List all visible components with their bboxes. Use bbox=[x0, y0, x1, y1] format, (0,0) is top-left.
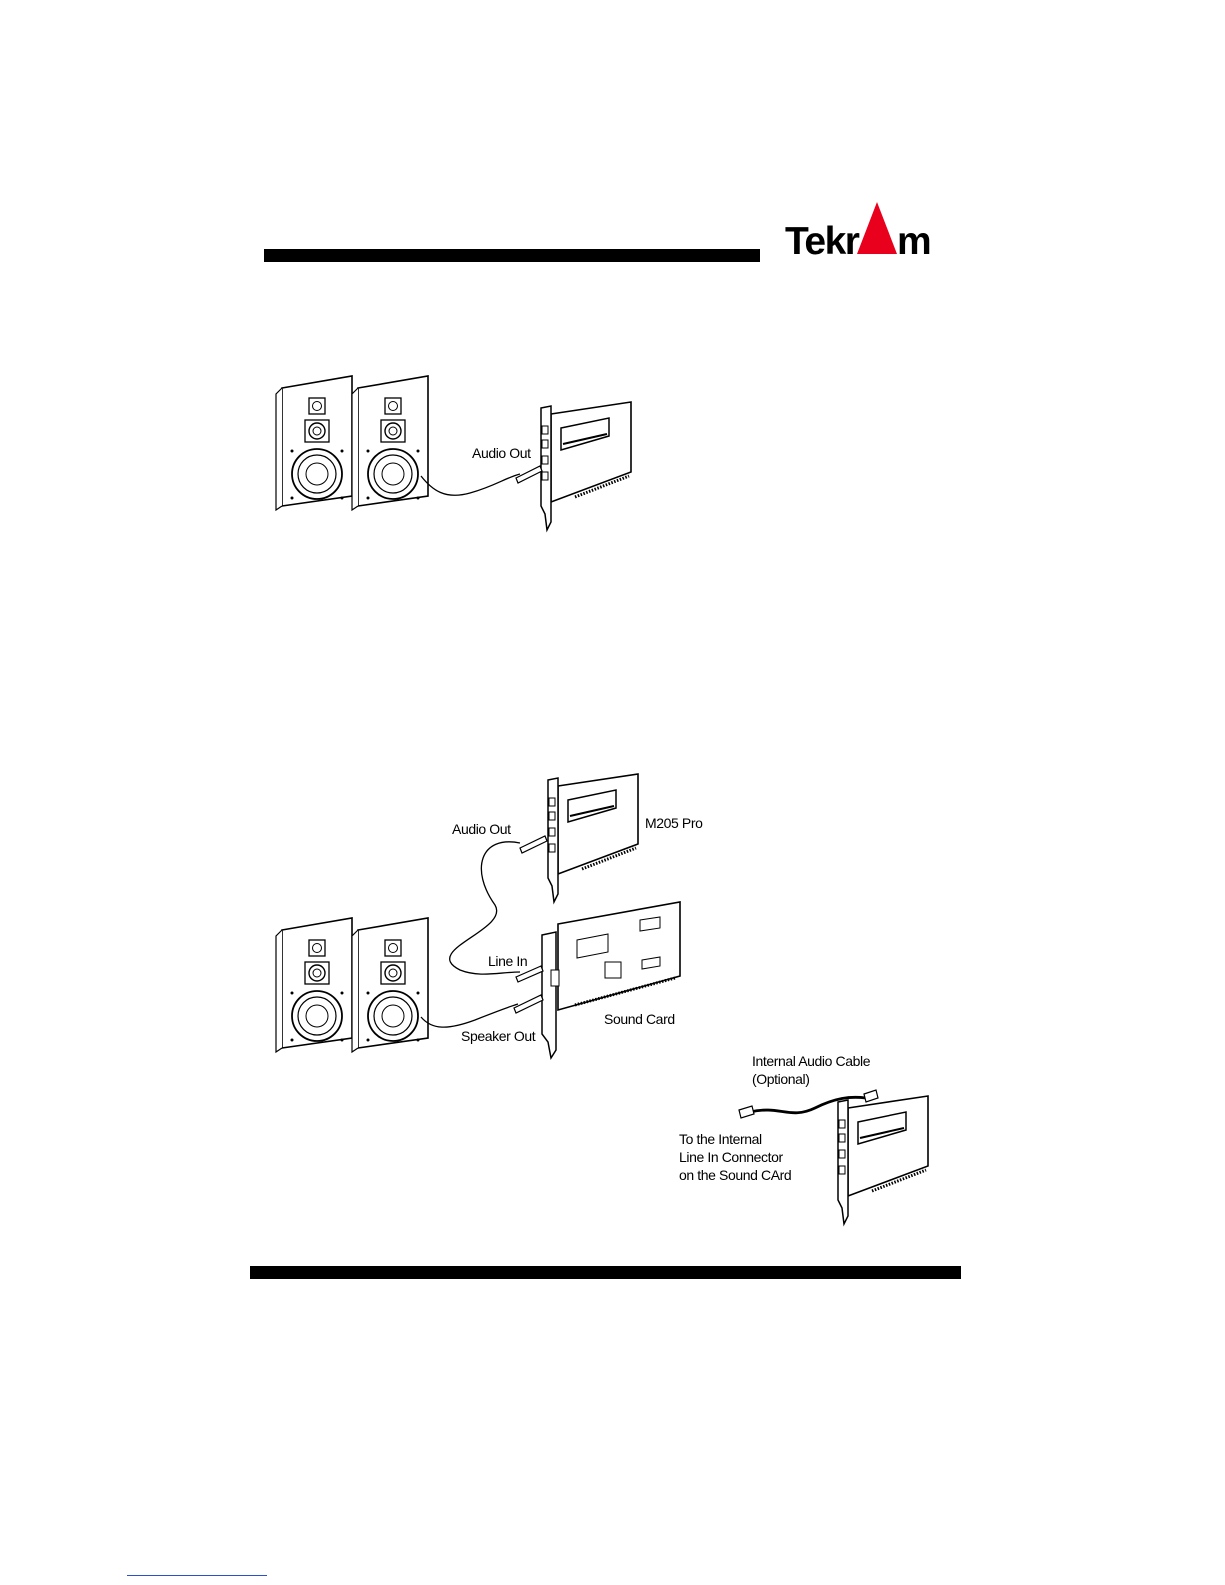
m205-card bbox=[548, 774, 638, 902]
audio-out-plug bbox=[520, 836, 547, 853]
sound-card bbox=[542, 902, 680, 1058]
dest-label-line1: To the Internal bbox=[679, 1131, 762, 1147]
card-end-connector bbox=[864, 1090, 878, 1102]
cable-label-line1: Internal Audio Cable bbox=[752, 1053, 871, 1069]
figure-internal-cable: Internal Audio Cable (Optional) To the I… bbox=[679, 1053, 928, 1224]
speaker-cable bbox=[421, 1004, 518, 1027]
right-speaker bbox=[352, 376, 428, 510]
left-speaker bbox=[276, 918, 352, 1052]
audio-out-label: Audio Out bbox=[452, 821, 511, 837]
right-speaker bbox=[352, 918, 428, 1052]
figure-speakers-to-card: Audio Out bbox=[276, 376, 631, 530]
line-in-label: Line In bbox=[488, 953, 527, 969]
cable-label-line2: (Optional) bbox=[752, 1071, 809, 1087]
m205-card bbox=[541, 402, 631, 530]
tekram-logo: Tekr m bbox=[785, 202, 930, 263]
m205-pro-label: M205 Pro bbox=[645, 815, 703, 831]
audio-cable bbox=[421, 474, 520, 495]
logo-triangle bbox=[857, 202, 897, 254]
logo-prefix: Tekr bbox=[785, 220, 860, 263]
m205-card bbox=[838, 1096, 928, 1224]
figure-card-passthrough: M205 Pro Audio Out Line In Sound Card Sp… bbox=[276, 774, 703, 1058]
speaker-out-plug bbox=[514, 995, 543, 1013]
dest-label-line2: Line In Connector bbox=[679, 1149, 783, 1165]
sound-card-label: Sound Card bbox=[604, 1011, 675, 1027]
dest-label-line3: on the Sound CArd bbox=[679, 1167, 791, 1183]
speaker-out-label: Speaker Out bbox=[461, 1028, 536, 1044]
cable-end-connector bbox=[739, 1106, 754, 1118]
left-speaker bbox=[276, 376, 352, 510]
logo-suffix: m bbox=[897, 220, 930, 263]
audio-out-label: Audio Out bbox=[472, 445, 531, 461]
